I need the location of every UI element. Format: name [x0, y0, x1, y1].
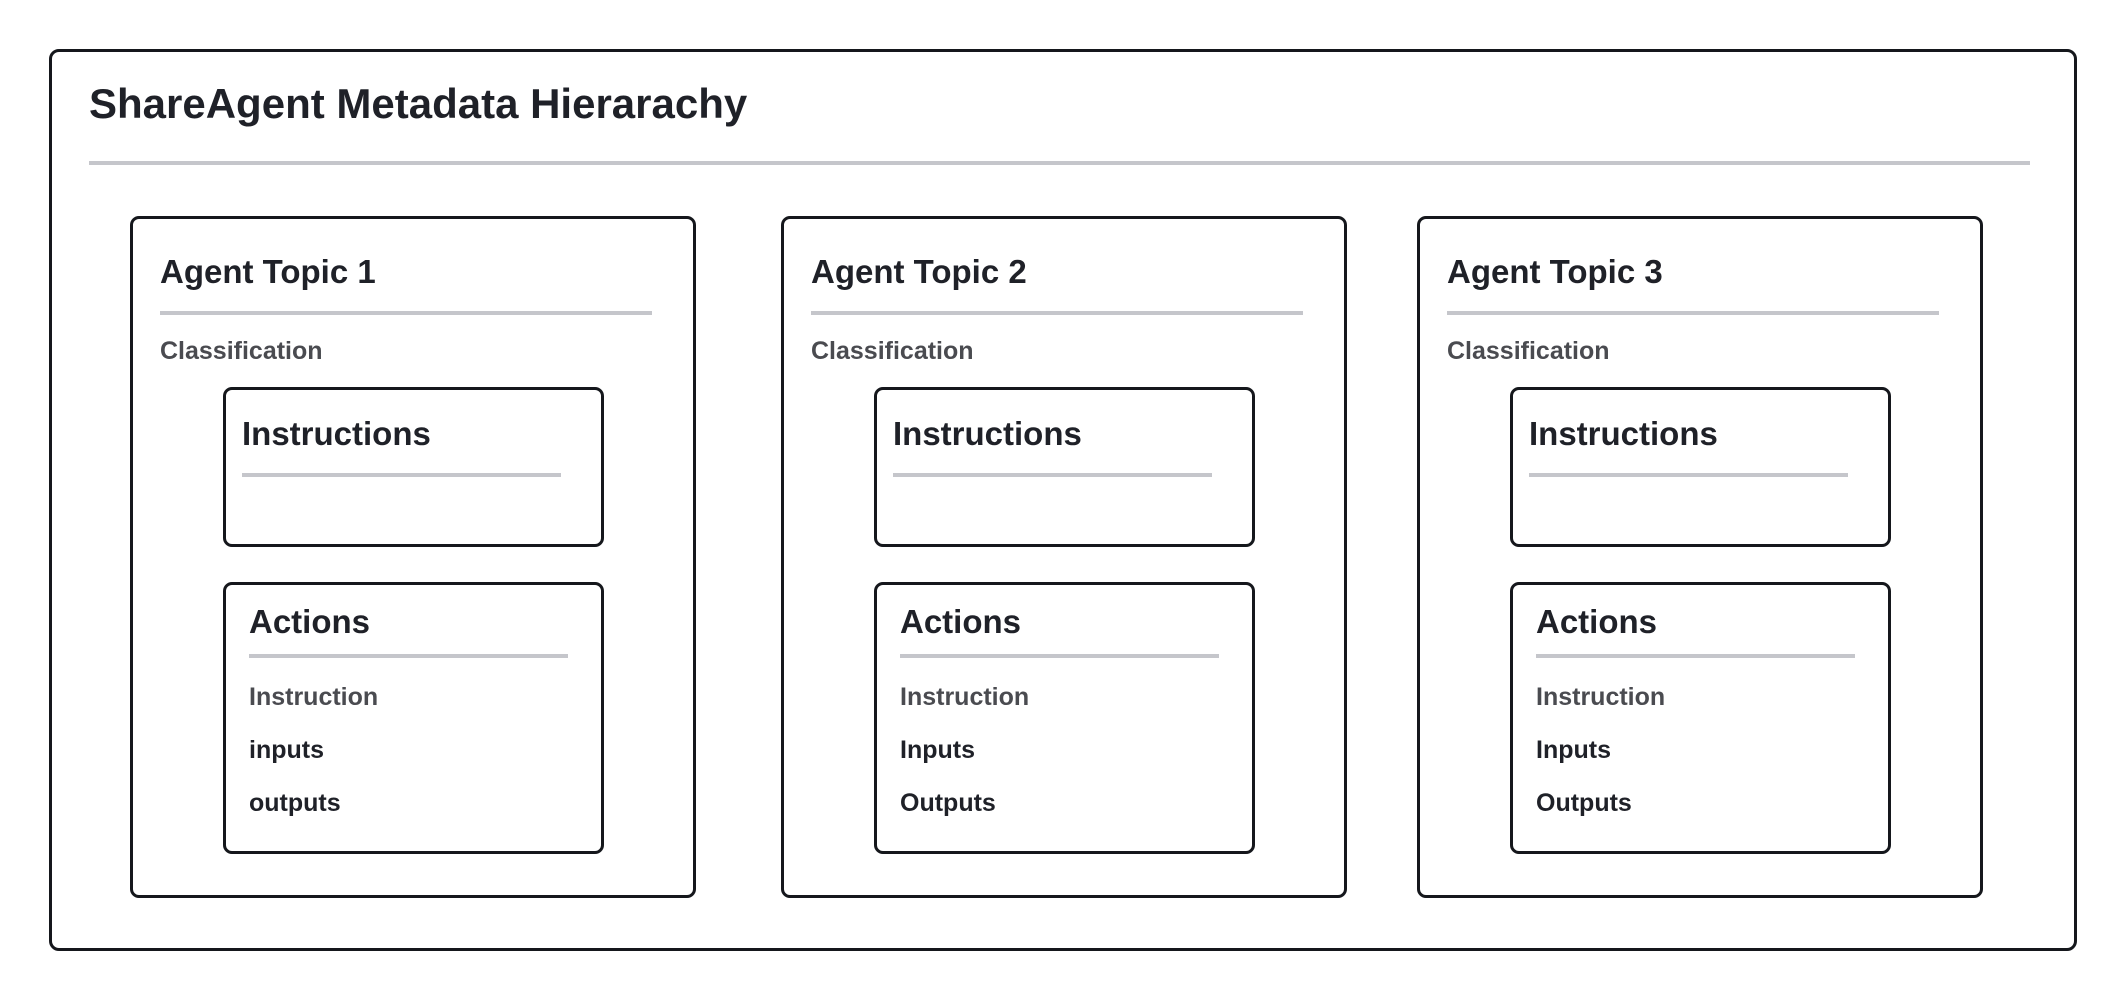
instructions-title: Instructions	[242, 415, 431, 452]
instructions-box: Instructions	[223, 387, 604, 547]
topic-divider	[1447, 311, 1939, 315]
actions-box: Actions Instruction Inputs Outputs	[874, 582, 1255, 854]
action-instruction-label: Instruction	[900, 683, 1030, 711]
instructions-divider	[893, 473, 1212, 477]
actions-title: Actions	[249, 603, 371, 640]
action-outputs-label: outputs	[249, 789, 341, 817]
action-outputs-label: Outputs	[900, 789, 996, 817]
action-instruction-label: Instruction	[249, 683, 379, 711]
actions-box: Actions Instruction Inputs Outputs	[1510, 582, 1891, 854]
hierarchy-container	[49, 49, 2077, 951]
page-title: ShareAgent Metadata Hierarachy	[89, 80, 748, 127]
topic-title: Agent Topic 2	[811, 253, 1027, 290]
agent-topic-3-card: Agent Topic 3 Classification Instruction…	[1417, 216, 1983, 898]
classification-label: Classification	[160, 337, 323, 365]
actions-title: Actions	[900, 603, 1022, 640]
actions-title: Actions	[1536, 603, 1658, 640]
classification-label: Classification	[811, 337, 974, 365]
title-divider	[89, 161, 2030, 165]
topic-title: Agent Topic 1	[160, 253, 376, 290]
actions-divider	[900, 654, 1219, 658]
actions-box: Actions Instruction inputs outputs	[223, 582, 604, 854]
topic-divider	[160, 311, 652, 315]
agent-topic-1-card: Agent Topic 1 Classification Instruction…	[130, 216, 696, 898]
agent-topic-2-card: Agent Topic 2 Classification Instruction…	[781, 216, 1347, 898]
action-outputs-label: Outputs	[1536, 789, 1632, 817]
topic-divider	[811, 311, 1303, 315]
instructions-box: Instructions	[1510, 387, 1891, 547]
actions-divider	[249, 654, 568, 658]
action-instruction-label: Instruction	[1536, 683, 1666, 711]
actions-divider	[1536, 654, 1855, 658]
topic-title: Agent Topic 3	[1447, 253, 1663, 290]
instructions-title: Instructions	[1529, 415, 1718, 452]
instructions-box: Instructions	[874, 387, 1255, 547]
action-inputs-label: inputs	[249, 736, 324, 764]
instructions-divider	[242, 473, 561, 477]
action-inputs-label: Inputs	[900, 736, 975, 764]
action-inputs-label: Inputs	[1536, 736, 1611, 764]
classification-label: Classification	[1447, 337, 1610, 365]
instructions-title: Instructions	[893, 415, 1082, 452]
instructions-divider	[1529, 473, 1848, 477]
